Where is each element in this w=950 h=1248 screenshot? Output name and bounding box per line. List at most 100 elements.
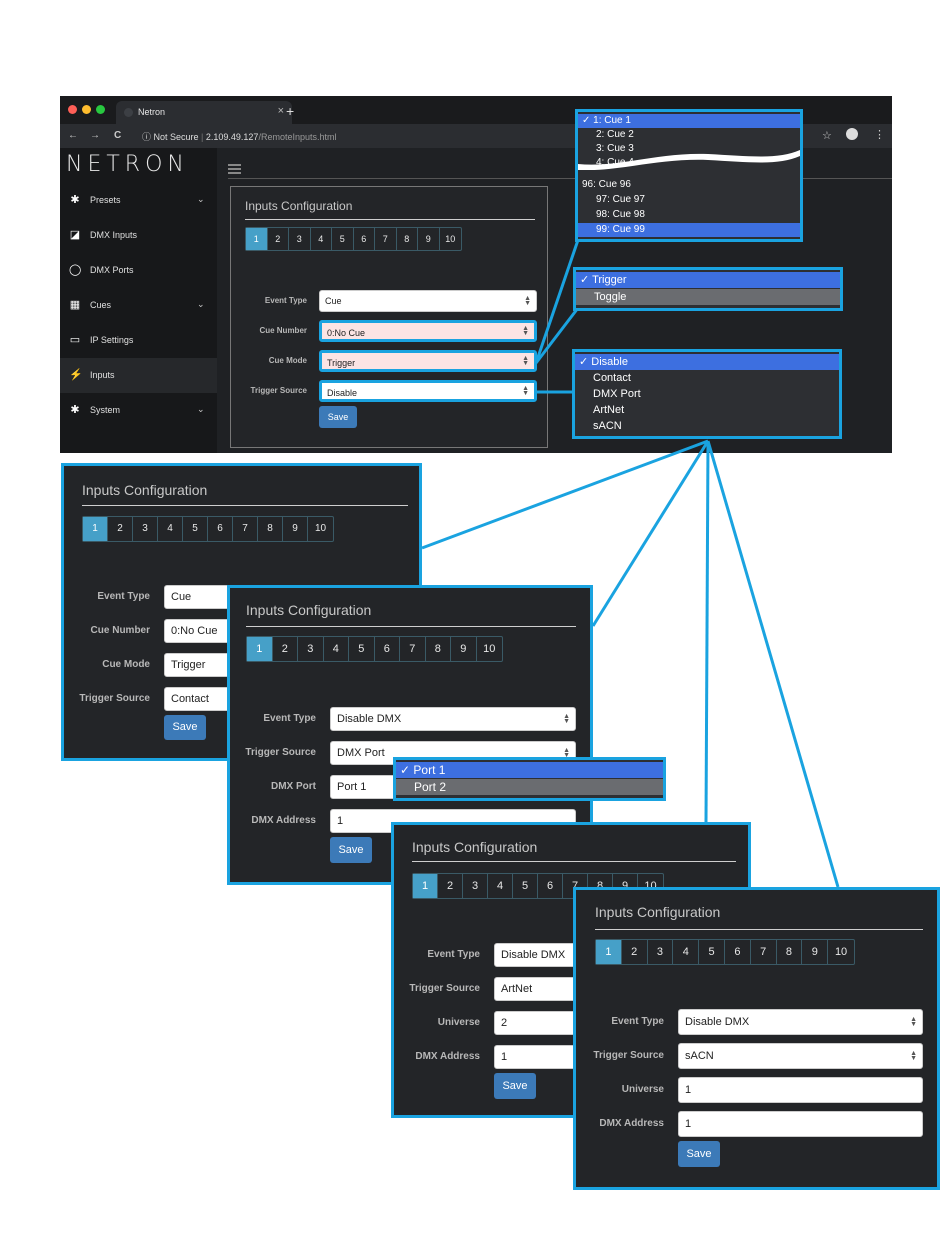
page-2-button[interactable]: 2 (273, 637, 298, 661)
dropdown-option[interactable]: DMX Port (593, 388, 641, 400)
dropdown-option[interactable]: ✓ Port 1 (396, 762, 663, 778)
page-8-button[interactable]: 8 (777, 940, 803, 964)
page-2-button[interactable]: 2 (108, 517, 133, 541)
bookmark-star-icon[interactable]: ☆ (822, 130, 832, 142)
page-7-button[interactable]: 7 (563, 874, 588, 898)
dropdown-option[interactable]: Port 2 (396, 779, 663, 795)
dropdown-option[interactable]: 3: Cue 3 (596, 143, 634, 154)
dropdown-option[interactable]: 2: Cue 2 (596, 129, 634, 140)
page-3-button[interactable]: 3 (298, 637, 324, 661)
dropdown-option[interactable]: 97: Cue 97 (596, 194, 645, 205)
page-8-button[interactable]: 8 (588, 874, 613, 898)
page-7-button[interactable]: 7 (233, 517, 258, 541)
dropdown-option[interactable]: ✓ Trigger (576, 272, 840, 288)
page-9-button[interactable]: 9 (418, 228, 440, 250)
page-5-button[interactable]: 5 (332, 228, 354, 250)
save-button[interactable]: Save (494, 1073, 536, 1099)
hamburger-menu-icon[interactable] (228, 164, 241, 174)
event-type-select[interactable]: Disable DMX▲▼ (330, 707, 576, 731)
sidebar-item-presets[interactable]: ✱Presets⌄ (60, 183, 217, 218)
event-type-select[interactable]: Disable DMX▲▼ (678, 1009, 923, 1035)
page-3-button[interactable]: 3 (463, 874, 488, 898)
security-indicator[interactable]: ⓘ Not Secure (142, 132, 199, 142)
sidebar-item-inputs[interactable]: ⚡Inputs (60, 358, 217, 393)
page-1-button[interactable]: 1 (83, 517, 108, 541)
sidebar-item-system[interactable]: ✱System⌄ (60, 393, 217, 428)
page-10-button[interactable]: 10 (834, 946, 848, 958)
save-button[interactable]: Save (330, 837, 372, 863)
page-4-button[interactable]: 4 (158, 517, 183, 541)
sidebar-item-dmx-inputs[interactable]: ◪DMX Inputs (60, 218, 217, 253)
close-window-button[interactable] (68, 105, 77, 114)
dmx-address-input[interactable]: 1 (678, 1111, 923, 1137)
account-icon[interactable] (846, 128, 858, 140)
page-7-button[interactable]: 7 (751, 940, 777, 964)
dropdown-option[interactable]: ArtNet (593, 404, 625, 416)
page-5-button[interactable]: 5 (183, 517, 208, 541)
tab-close-icon[interactable]: × (277, 105, 284, 117)
page-3-button[interactable]: 3 (133, 517, 158, 541)
sidebar-item-ip-settings[interactable]: ▭IP Settings (60, 323, 217, 358)
page-7-button[interactable]: 7 (375, 228, 397, 250)
dropdown-option[interactable]: ✓ Disable (575, 354, 839, 370)
page-9-button[interactable]: 9 (283, 517, 308, 541)
event-type-select[interactable]: Cue▲▼ (319, 290, 537, 312)
new-tab-button[interactable]: + (286, 103, 295, 119)
page-5-button[interactable]: 5 (699, 940, 725, 964)
page-9-button[interactable]: 9 (802, 940, 829, 964)
page-1-button[interactable]: 1 (413, 874, 438, 898)
dropdown-option[interactable]: 4: Cue 4 (596, 157, 634, 168)
page-7-button[interactable]: 7 (400, 637, 426, 661)
page-8-button[interactable]: 8 (397, 228, 418, 250)
page-3-button[interactable]: 3 (289, 228, 311, 250)
page-9-button[interactable]: 9 (451, 637, 477, 661)
page-10-button[interactable]: 10 (314, 523, 327, 534)
page-6-button[interactable]: 6 (375, 637, 400, 661)
cue-mode-select[interactable]: Trigger▲▼ (319, 350, 537, 372)
forward-icon[interactable]: → (90, 130, 100, 141)
page-5-button[interactable]: 5 (349, 637, 375, 661)
page-3-button[interactable]: 3 (648, 940, 674, 964)
page-1-button[interactable]: 1 (596, 940, 622, 964)
page-8-button[interactable]: 8 (258, 517, 283, 541)
trigger-source-select[interactable]: Disable▲▼ (319, 380, 537, 402)
page-4-button[interactable]: 4 (324, 637, 349, 661)
reload-icon[interactable]: C (114, 130, 122, 141)
page-10-button[interactable]: 10 (445, 234, 456, 244)
universe-input[interactable]: 1 (678, 1077, 923, 1103)
dropdown-option[interactable]: 99: Cue 99 (578, 223, 800, 237)
page-2-button[interactable]: 2 (438, 874, 463, 898)
page-2-button[interactable]: 2 (268, 228, 289, 250)
minimize-window-button[interactable] (82, 105, 91, 114)
page-6-button[interactable]: 6 (208, 517, 233, 541)
back-icon[interactable]: ← (68, 130, 78, 141)
page-1-button[interactable]: 1 (247, 637, 273, 661)
page-6-button[interactable]: 6 (538, 874, 563, 898)
page-6-button[interactable]: 6 (725, 940, 751, 964)
page-4-button[interactable]: 4 (673, 940, 700, 964)
page-5-button[interactable]: 5 (513, 874, 538, 898)
sidebar-item-cues[interactable]: ▦Cues⌄ (60, 288, 217, 323)
dropdown-option[interactable]: sACN (593, 420, 622, 432)
save-button[interactable]: Save (678, 1141, 720, 1167)
save-button[interactable]: Save (164, 715, 206, 740)
page-9-button[interactable]: 9 (613, 874, 638, 898)
dropdown-option[interactable]: 96: Cue 96 (582, 179, 631, 190)
dropdown-option[interactable]: ✓ 1: Cue 1 (578, 114, 800, 128)
cue-number-select[interactable]: 0:No Cue▲▼ (319, 320, 537, 342)
sidebar-item-dmx-ports[interactable]: ◯DMX Ports (60, 253, 217, 288)
page-2-button[interactable]: 2 (622, 940, 648, 964)
dropdown-option[interactable]: Toggle (576, 289, 840, 305)
save-button[interactable]: Save (319, 406, 357, 428)
trigger-source-select[interactable]: sACN▲▼ (678, 1043, 923, 1069)
page-4-button[interactable]: 4 (488, 874, 513, 898)
page-6-button[interactable]: 6 (354, 228, 375, 250)
page-8-button[interactable]: 8 (426, 637, 451, 661)
page-1-button[interactable]: 1 (246, 228, 268, 250)
url-field[interactable]: ⓘ Not Secure | 2.109.49.127/RemoteInputs… (142, 132, 337, 142)
dropdown-option[interactable]: Contact (593, 372, 631, 384)
menu-more-icon[interactable]: ⋮ (874, 129, 885, 141)
dropdown-option[interactable]: 98: Cue 98 (596, 209, 645, 220)
maximize-window-button[interactable] (96, 105, 105, 114)
page-10-button[interactable]: 10 (483, 643, 496, 655)
